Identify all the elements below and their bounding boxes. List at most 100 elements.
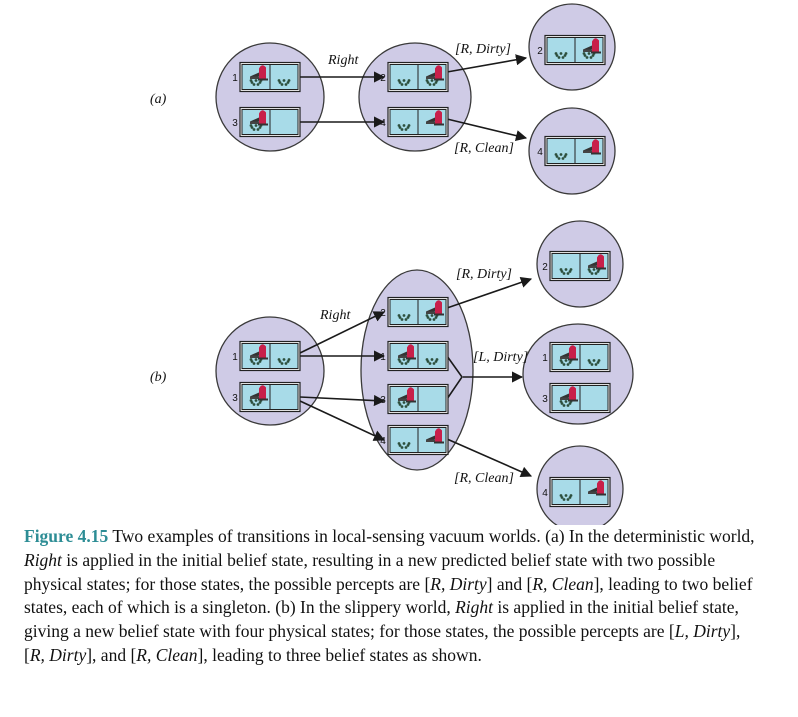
caption-italic: R, Dirty [29, 644, 87, 665]
state-number: 3 [380, 395, 386, 406]
physical-state-2: 2 [380, 296, 449, 328]
physical-state-2: 2 [537, 34, 606, 66]
physical-state-4: 4 [537, 135, 606, 167]
right-arrow-b-3-to-4 [299, 400, 386, 441]
percept-label-r-clean-a: [R, Clean] [454, 141, 514, 156]
dirt-icon [397, 314, 411, 321]
caption-run: ], leading to two belief states, each of… [24, 573, 753, 618]
figure-number: Figure 4.15 [24, 526, 109, 546]
vacuum-icon [398, 387, 416, 403]
state-number: 1 [542, 353, 548, 364]
state-number: 2 [380, 308, 386, 319]
physical-state-2: 2 [380, 61, 449, 93]
state-number: 2 [537, 46, 543, 57]
caption-run: Two examples of transitions in local-sen… [108, 526, 755, 546]
state-number: 2 [380, 73, 386, 84]
dirt-icon [277, 358, 291, 365]
percept-label-r-dirty-b: [R, Dirty] [456, 267, 512, 282]
state-number: 4 [542, 488, 548, 499]
dirt-icon [397, 401, 411, 408]
caption-italic: Right [455, 597, 493, 618]
caption-run: ], and [ [86, 644, 137, 665]
vacuum-icon [588, 254, 606, 270]
state-number: 1 [232, 73, 238, 84]
vacuum-icon [426, 300, 444, 316]
state-number: 3 [542, 394, 548, 405]
vacuum-icon [560, 345, 578, 361]
dirt-icon [277, 79, 291, 86]
physical-state-1: 1 [542, 341, 611, 373]
physical-state-1: 1 [380, 340, 449, 372]
vacuum-icon [588, 480, 606, 496]
state-number: 1 [380, 352, 386, 363]
belief-state-diagram: 1 3 2 4 2 4 1 3 2 1 3 4 2 1 3 4 (a) Right [R, Dirty] [R, C… [150, 3, 634, 525]
state-number: 3 [232, 393, 238, 404]
merge-bracket [446, 355, 463, 400]
percept-label-l-dirty-b: [L, Dirty] [473, 350, 528, 365]
right-arrow-b-3-to-3 [299, 394, 386, 407]
percept-label-r-clean-b: [R, Clean] [454, 471, 514, 486]
dirt-icon [554, 153, 568, 160]
caption-run: ], leading to three belief states as sho… [197, 644, 482, 665]
percept-arrow-a-dirty [446, 54, 528, 73]
dirt-icon [559, 359, 573, 366]
caption-run: is applied in the initial belief state, … [24, 549, 716, 594]
state-number: 3 [232, 118, 238, 129]
physical-state-4: 4 [380, 424, 449, 456]
vacuum-icon [250, 110, 268, 126]
figure-caption: Figure 4.15 Two examples of transitions … [24, 525, 764, 668]
vacuum-icon [583, 38, 601, 54]
dirt-icon [397, 79, 411, 86]
dirt-icon [559, 268, 573, 275]
state-number: 2 [542, 262, 548, 273]
caption-italic: Right [24, 549, 62, 570]
physical-state-4: 4 [380, 106, 449, 138]
physical-state-1: 1 [232, 340, 301, 372]
physical-state-3: 3 [542, 382, 611, 414]
dirt-icon [397, 358, 411, 365]
dirt-icon [559, 400, 573, 407]
vacuum-icon [398, 344, 416, 360]
percept-arrow-b-clean [446, 438, 533, 478]
percept-label-r-dirty-a: [R, Dirty] [455, 42, 511, 57]
dirt-icon [587, 359, 601, 366]
state-number: 1 [232, 352, 238, 363]
vacuum-icon [426, 428, 444, 444]
dirt-icon [425, 79, 439, 86]
physical-state-3: 3 [232, 381, 301, 413]
vacuum-icon [426, 110, 444, 126]
caption-italic: R, Clean [532, 573, 594, 594]
vacuum-icon [250, 385, 268, 401]
panel-label-b: (b) [150, 370, 167, 385]
action-label-right-a: Right [327, 53, 359, 68]
caption-run: is applied in the initial belief state, … [24, 597, 739, 642]
physical-state-2: 2 [542, 250, 611, 282]
vacuum-icon [250, 344, 268, 360]
dirt-icon [554, 52, 568, 59]
dirt-icon [397, 442, 411, 449]
caption-run: ], [ [24, 621, 741, 665]
state-number: 4 [537, 147, 543, 158]
physical-state-4: 4 [542, 476, 611, 508]
caption-italic: R, Clean [136, 644, 198, 665]
dirt-icon [397, 124, 411, 131]
dirt-icon [559, 494, 573, 501]
vacuum-icon [250, 65, 268, 81]
dirt-icon [425, 358, 439, 365]
state-number: 4 [380, 118, 386, 129]
vacuum-icon [583, 139, 601, 155]
right-arrow-b-1-to-2 [299, 311, 386, 354]
panel-label-a: (a) [150, 92, 167, 107]
physical-state-1: 1 [232, 61, 301, 93]
percept-arrow-a-clean [446, 118, 528, 142]
caption-run: ] and [ [486, 573, 533, 594]
physical-state-3: 3 [380, 383, 449, 415]
physical-state-3: 3 [232, 106, 301, 138]
vacuum-icon [426, 65, 444, 81]
caption-text: Two examples of transitions in local-sen… [24, 526, 755, 665]
caption-italic: L, Dirty [674, 621, 731, 642]
dirt-icon [249, 79, 263, 86]
vacuum-icon [560, 386, 578, 402]
action-label-right-b: Right [319, 308, 351, 323]
state-number: 4 [380, 436, 386, 447]
